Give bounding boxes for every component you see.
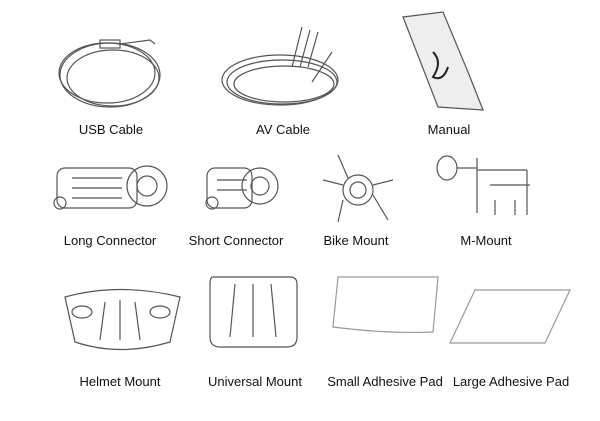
- large-adhesive-pad-icon: [449, 289, 571, 344]
- short-connector-icon: [205, 167, 279, 210]
- m-mount-icon: [436, 155, 530, 215]
- label-universal-mount: Universal Mount: [208, 374, 302, 389]
- helmet-mount-icon: [64, 288, 181, 351]
- usb-cable-icon: [58, 39, 161, 108]
- manual-icon: [402, 11, 484, 111]
- label-manual: Manual: [427, 122, 471, 137]
- small-adhesive-pad-icon: [332, 276, 439, 334]
- label-usb-cable: USB Cable: [78, 122, 144, 137]
- av-cable-icon: [221, 26, 339, 106]
- label-long-connector: Long Connector: [63, 233, 157, 248]
- universal-mount-icon: [209, 276, 298, 348]
- label-bike-mount: Bike Mount: [323, 233, 389, 248]
- label-large-adhesive-pad: Large Adhesive Pad: [452, 374, 570, 389]
- long-connector-icon: [53, 165, 168, 210]
- label-small-adhesive-pad: Small Adhesive Pad: [327, 374, 443, 389]
- bike-mount-icon: [322, 154, 394, 223]
- label-m-mount: M-Mount: [460, 233, 512, 248]
- label-short-connector: Short Connector: [188, 233, 284, 248]
- label-av-cable: AV Cable: [256, 122, 310, 137]
- label-helmet-mount: Helmet Mount: [79, 374, 161, 389]
